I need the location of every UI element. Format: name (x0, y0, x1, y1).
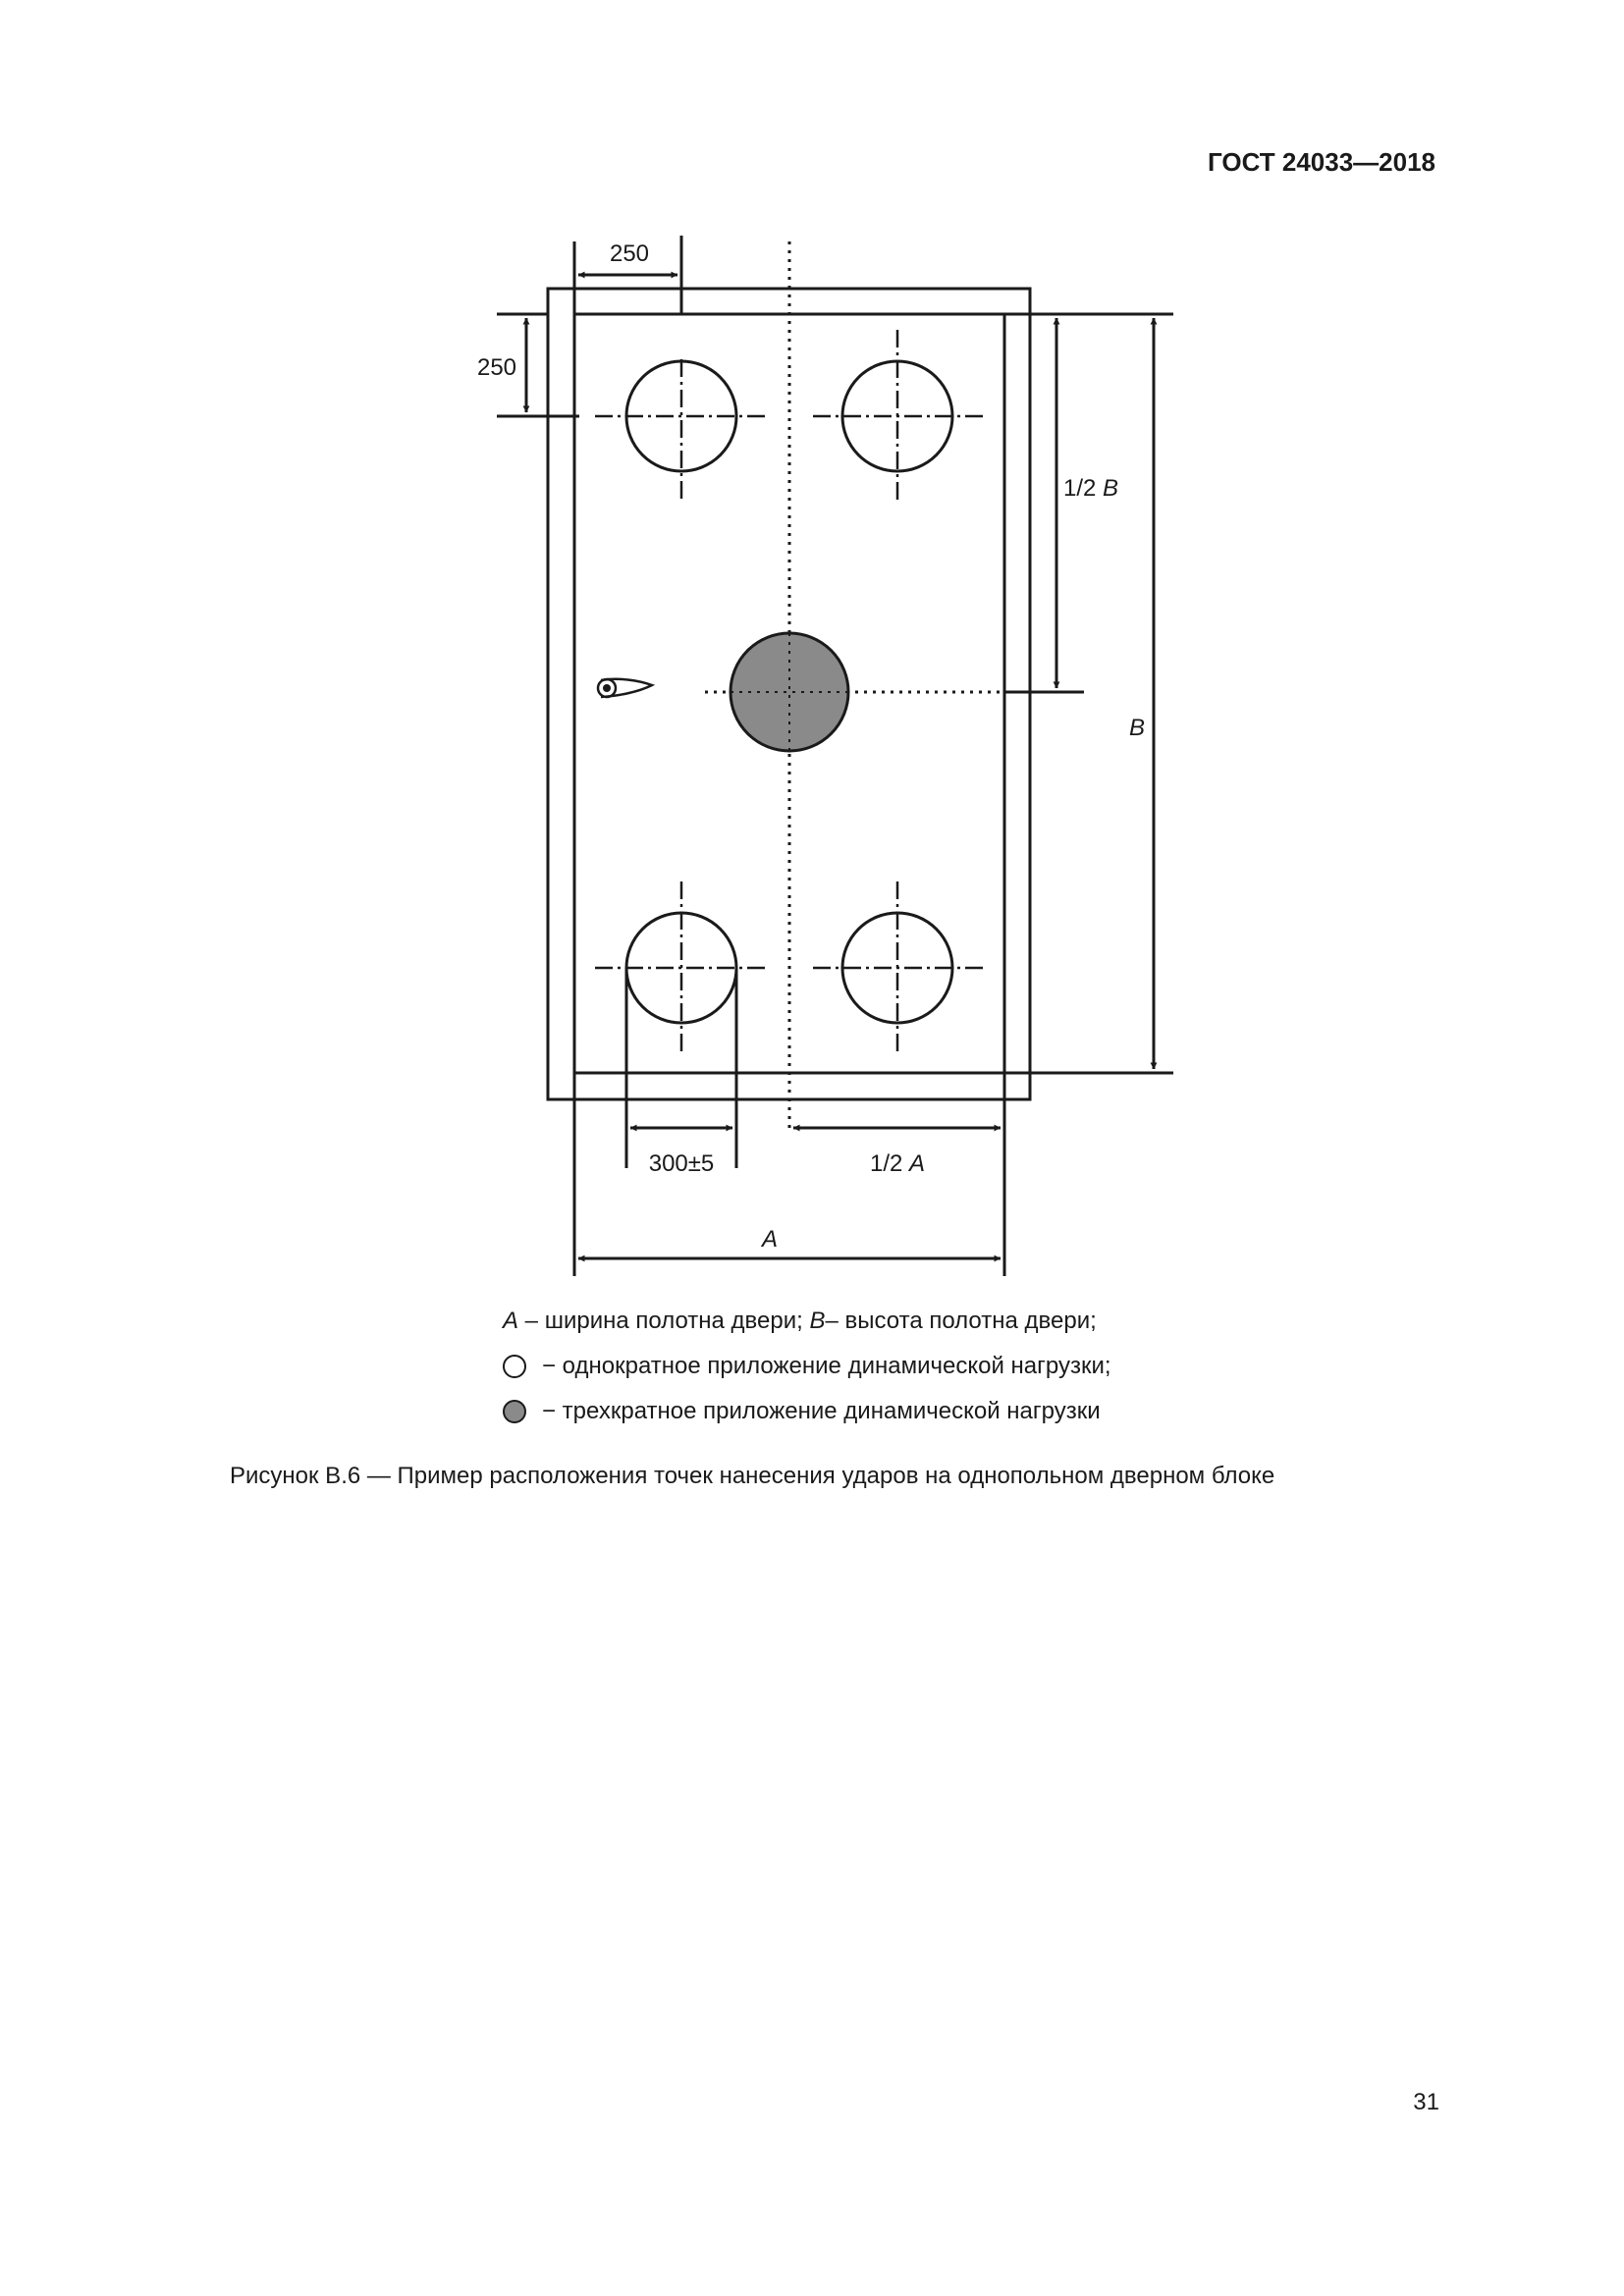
dimension-label-half-a: 1/2 A (870, 1150, 925, 1177)
filled-circle-icon (503, 1400, 526, 1423)
dimension-label-b: B (1129, 715, 1145, 741)
figure-legend: A – ширина полотна двери; B – высота пол… (503, 1299, 1111, 1434)
dimension-left-250: 250 (477, 312, 579, 418)
document-header: ГОСТ 24033—2018 (1208, 147, 1435, 177)
legend-row-definitions: A – ширина полотна двери; B – высота пол… (503, 1308, 1097, 1334)
dimension-label-250-left: 250 (477, 354, 516, 381)
impact-point-top-right (813, 330, 986, 503)
dimension-a: A (572, 1073, 1006, 1276)
dimension-label-half-b: 1/2 B (1063, 475, 1118, 502)
dimension-label-250-top: 250 (610, 240, 649, 267)
impact-point-bottom-right (813, 881, 986, 1054)
impact-point-top-left (595, 359, 770, 503)
impact-point-center-triple (729, 631, 850, 753)
door-handle-icon (596, 677, 656, 699)
legend-row-single-load: − однократное приложение динамической на… (503, 1344, 1111, 1389)
door-impact-diagram: 250 250 1/2 B B 300±5 1/2 A A (477, 236, 1173, 1276)
dimension-circle-diameter: 300±5 (624, 968, 738, 1177)
dimension-label-a: A (760, 1226, 778, 1253)
dimension-half-b: 1/2 B (1004, 312, 1173, 694)
page-number: 31 (1413, 2089, 1439, 2115)
open-circle-icon (503, 1355, 526, 1378)
figure-caption: Рисунок В.6 — Пример расположения точек … (230, 1463, 1275, 1489)
dimension-label-300: 300±5 (649, 1150, 715, 1177)
dimension-half-a: 1/2 A (792, 1124, 1001, 1177)
legend-row-triple-load: − трехкратное приложение динамической на… (503, 1389, 1111, 1434)
impact-point-bottom-left (595, 881, 770, 1054)
dimension-top-250: 250 (572, 236, 683, 314)
dimension-b: B (1004, 317, 1173, 1075)
